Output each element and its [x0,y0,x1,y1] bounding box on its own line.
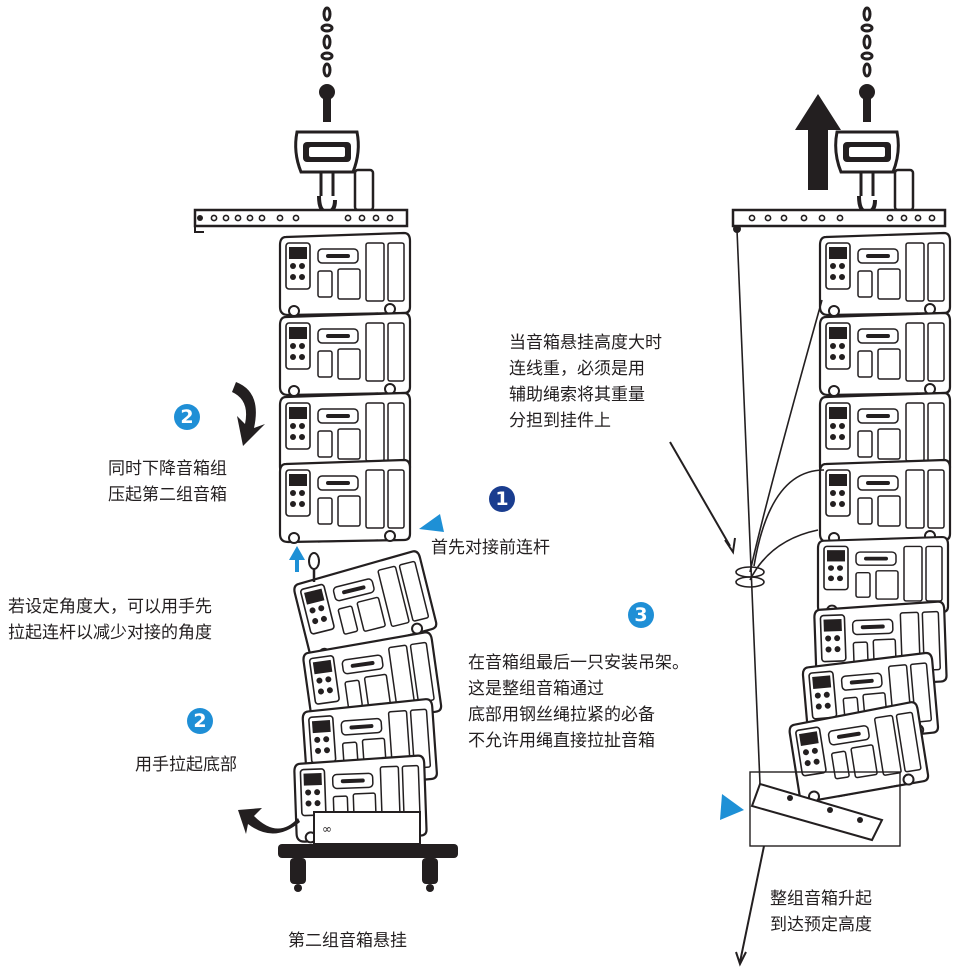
right-hoist [833,6,915,214]
left-flying-bar [193,208,409,233]
lower-curved-arrow [232,382,265,446]
right-array [786,231,952,805]
left-upper-array [278,231,412,545]
step-2-badge-top: 2 [174,404,200,430]
rear-rigging-frame [750,782,884,842]
transport-cart: ∞ [278,811,458,892]
left-lift-handle [308,552,320,582]
step-2-badge-bottom: 2 [187,708,213,734]
rise-text: 整组音箱升起 到达预定高度 [770,889,872,935]
front-link-pointer [419,514,444,532]
lift-bottom-text: 用手拉起底部 [135,755,237,775]
bracket-highlight-box [749,771,901,847]
front-link-text: 首先对接前连杆 [431,538,550,558]
left-caption: 第二组音箱悬挂 [288,931,407,951]
bracket-text: 在音箱组最后一只安装吊架。 这是整组音箱通过 底部用钢丝绳拉紧的必备 不允许用绳… [468,653,689,751]
lower-group-text: 同时下降音箱组 压起第二组音箱 [108,459,227,505]
step-3-badge: 3 [628,602,654,628]
left-hoist [293,6,375,214]
step-1-badge: 1 [489,486,515,512]
lift-bottom-arrow [238,808,300,834]
callout-lines [669,441,765,967]
bracket-pointer [720,794,744,820]
right-flying-bar [731,208,947,233]
angle-text: 若设定角度大，可以用手先 拉起连杆以减少对接的角度 [8,597,212,643]
rope-text: 当音箱悬挂高度大时 连线重，必须是用 辅助绳索将其重量 分担到挂件上 [509,333,662,431]
cart-mark: ∞ [322,822,332,836]
support-rope [735,229,825,785]
lift-handle-arrow [289,546,305,572]
hoist-up-arrow [795,94,841,190]
left-lower-array [290,548,444,844]
